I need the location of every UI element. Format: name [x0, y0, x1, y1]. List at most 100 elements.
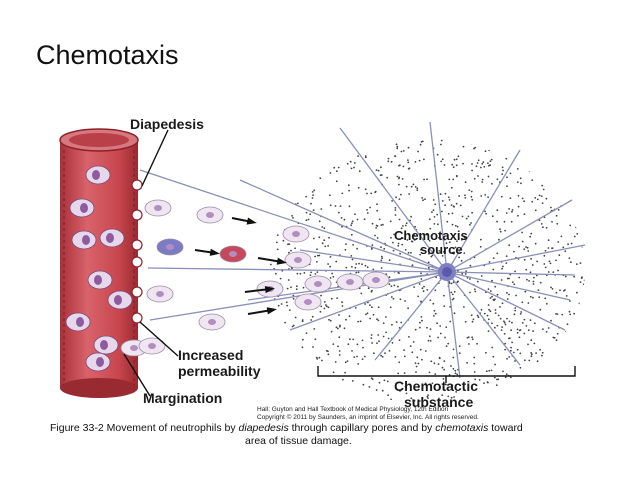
cloud-dot — [587, 248, 589, 250]
cloud-dot — [277, 304, 280, 307]
cloud-dot — [575, 199, 578, 202]
cloud-dot — [450, 291, 453, 294]
cloud-dot — [518, 245, 520, 248]
cloud-dot — [590, 246, 592, 248]
cloud-dot — [451, 384, 454, 387]
cloud-dot — [349, 338, 351, 341]
cloud-dot — [553, 336, 556, 339]
cloud-dot — [437, 363, 440, 365]
cloud-dot — [530, 339, 533, 342]
cloud-dot — [565, 330, 567, 333]
cloud-dot — [506, 176, 508, 179]
cloud-dot — [520, 379, 523, 382]
cloud-dot — [351, 380, 354, 382]
cloud-dot — [473, 371, 476, 373]
cloud-dot — [437, 223, 439, 226]
cloud-dot — [364, 156, 367, 159]
cloud-dot — [428, 371, 431, 374]
cloud-dot — [502, 265, 504, 268]
cloud-dot — [423, 158, 425, 161]
cloud-dot — [393, 233, 395, 236]
cloud-dot — [526, 278, 528, 281]
cloud-dot — [428, 252, 430, 255]
cloud-dot — [468, 343, 470, 345]
cloud-dot — [356, 218, 359, 221]
cloud-dot — [358, 170, 361, 173]
cloud-dot — [584, 296, 585, 299]
cloud-dot — [330, 297, 333, 300]
cloud-dot — [445, 345, 448, 347]
cloud-dot — [391, 342, 394, 344]
cloud-dot — [351, 265, 353, 268]
cloud-dot — [338, 350, 341, 352]
cloud-dot — [389, 306, 392, 309]
cloud-dot — [448, 241, 451, 244]
cloud-dot — [332, 275, 335, 278]
cloud-dot — [552, 356, 555, 359]
cloud-dot — [340, 217, 343, 219]
cloud-dot — [426, 395, 429, 398]
cloud-dot — [392, 297, 395, 300]
cloud-dot — [506, 277, 509, 280]
cloud-dot — [530, 232, 533, 235]
cloud-dot — [501, 326, 503, 328]
cloud-dot — [378, 381, 381, 384]
cloud-dot — [438, 386, 441, 389]
cloud-dot — [338, 336, 341, 339]
cloud-dot — [372, 313, 375, 316]
cloud-dot — [423, 178, 425, 181]
cloud-dot — [424, 399, 426, 402]
cloud-dot — [466, 361, 468, 364]
cloud-dot — [313, 328, 316, 330]
cloud-dot — [558, 349, 560, 351]
cloud-dot — [414, 161, 417, 163]
cloud-dot — [332, 343, 335, 345]
cloud-dot — [492, 298, 495, 301]
cloud-dot — [370, 337, 373, 339]
cloud-dot — [424, 382, 427, 385]
cloud-dot — [366, 192, 368, 195]
cloud-dot — [581, 276, 583, 278]
cloud-dot — [519, 366, 522, 369]
cloud-dot — [291, 215, 293, 217]
cloud-dot — [515, 386, 518, 389]
cloud-dot — [465, 270, 467, 272]
cloud-dot — [344, 361, 347, 364]
cloud-dot — [477, 316, 480, 319]
cloud-dot — [471, 338, 474, 341]
cloud-dot — [541, 184, 544, 187]
cloud-dot — [305, 219, 308, 222]
cloud-dot — [441, 158, 444, 161]
cloud-dot — [279, 277, 282, 280]
cell-nucleus — [294, 257, 302, 263]
cloud-dot — [348, 205, 351, 208]
cloud-dot — [586, 289, 588, 291]
cloud-dot — [549, 262, 552, 265]
cloud-dot — [474, 290, 477, 293]
cloud-dot — [479, 245, 482, 248]
cloud-dot — [509, 273, 512, 276]
cloud-dot — [550, 206, 552, 209]
cloud-dot — [332, 371, 335, 374]
cloud-dot — [417, 150, 419, 153]
cloud-dot — [439, 193, 442, 196]
cloud-dot — [460, 259, 463, 262]
cloud-dot — [570, 261, 572, 264]
arrow-head — [266, 307, 277, 315]
cloud-dot — [503, 321, 506, 324]
cloud-dot — [491, 346, 494, 349]
cloud-dot — [438, 236, 440, 239]
cloud-dot — [506, 357, 508, 360]
cloud-dot — [547, 271, 550, 273]
cloud-dot — [327, 263, 329, 265]
cloud-dot — [427, 397, 429, 399]
cloud-dot — [505, 157, 508, 160]
cloud-dot — [588, 222, 590, 224]
cloud-dot — [323, 227, 326, 230]
cloud-dot — [366, 266, 369, 269]
cloud-dot — [471, 143, 473, 145]
cloud-dot — [508, 293, 510, 296]
cloud-dot — [405, 185, 408, 188]
cloud-dot — [518, 329, 521, 332]
cloud-dot — [516, 348, 519, 351]
